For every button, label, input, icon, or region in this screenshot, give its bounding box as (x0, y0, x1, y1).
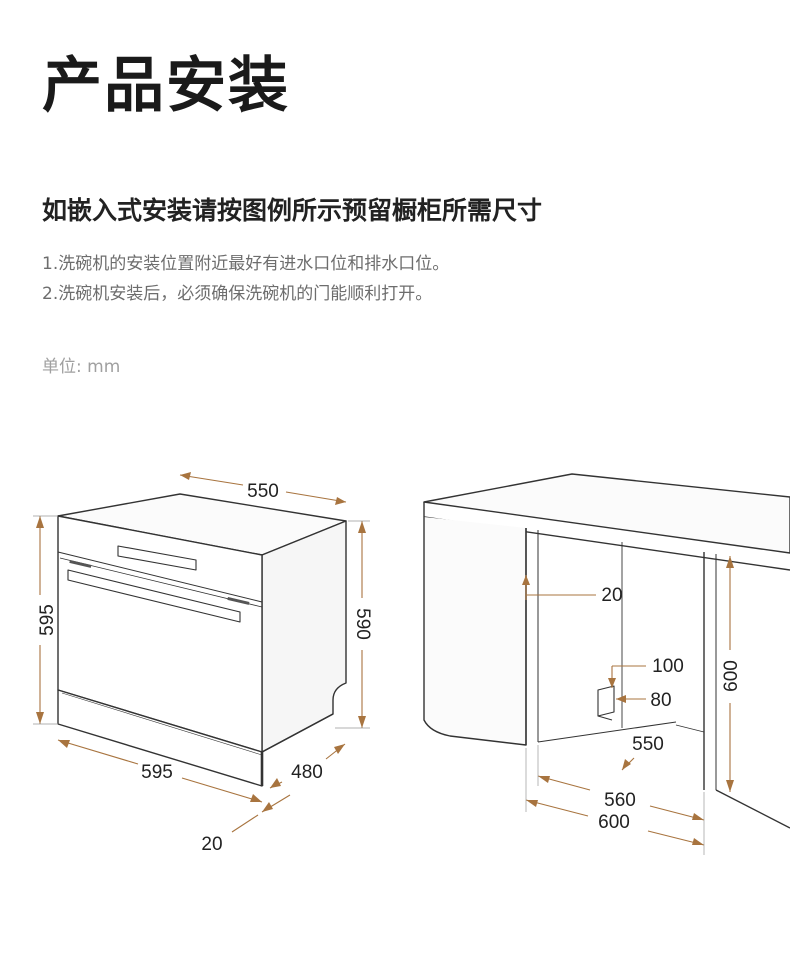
dim-bottom-width: 595 (141, 762, 173, 783)
dim-door-thickness: 20 (201, 834, 222, 855)
cabinet-dimension-labels: 20 100 80 550 560 600 600 (598, 585, 742, 833)
installation-note-1: 1.洗碗机的安装位置附近最好有进水口位和排水口位。 (42, 254, 450, 274)
dishwasher-drawing (57, 493, 347, 787)
dishwasher-dimension-lines (33, 472, 370, 833)
page-title: 产品安装 (42, 51, 290, 121)
dim-inner-depth: 550 (632, 734, 664, 755)
dim-cabinet-height: 600 (721, 660, 742, 692)
dim-top-width: 550 (247, 481, 279, 502)
dim-pipe-width: 80 (650, 690, 671, 711)
dim-inner-width: 560 (604, 790, 636, 811)
cabinet-dimension-lines (522, 556, 734, 855)
dim-pipe-height: 100 (652, 656, 684, 677)
dishwasher-dimension-labels: 550 595 590 595 480 20 (37, 481, 373, 855)
control-panel-labels (69, 560, 250, 605)
dim-left-height: 595 (37, 604, 58, 636)
cabinet-drawing (423, 473, 790, 829)
dim-outer-width: 600 (598, 812, 630, 833)
dim-depth: 480 (291, 762, 323, 783)
installation-instruction: 如嵌入式安装请按图例所示预留橱柜所需尺寸 (42, 196, 543, 225)
unit-label: 单位: mm (42, 357, 121, 377)
installation-note-2: 2.洗碗机安装后，必须确保洗碗机的门能顺利打开。 (42, 284, 433, 304)
dim-right-height: 590 (352, 608, 373, 640)
dim-side-gap: 20 (601, 585, 622, 606)
